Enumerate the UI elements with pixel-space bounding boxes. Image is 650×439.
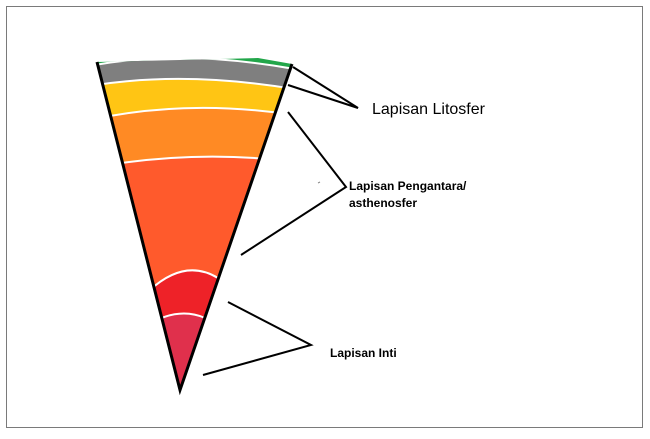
intermediate-label-line2: asthenosfer	[349, 196, 417, 210]
inner-core-layer	[90, 314, 300, 420]
core-pointer	[203, 302, 311, 375]
earth-wedge	[90, 46, 300, 420]
stray-mark	[318, 182, 320, 183]
intermediate-label-line1: Lapisan Pengantara/	[349, 179, 467, 193]
lithosphere-label: Lapisan Litosfer	[372, 101, 486, 118]
core-label: Lapisan Inti	[330, 346, 397, 360]
lithosphere-pointer	[288, 67, 358, 108]
